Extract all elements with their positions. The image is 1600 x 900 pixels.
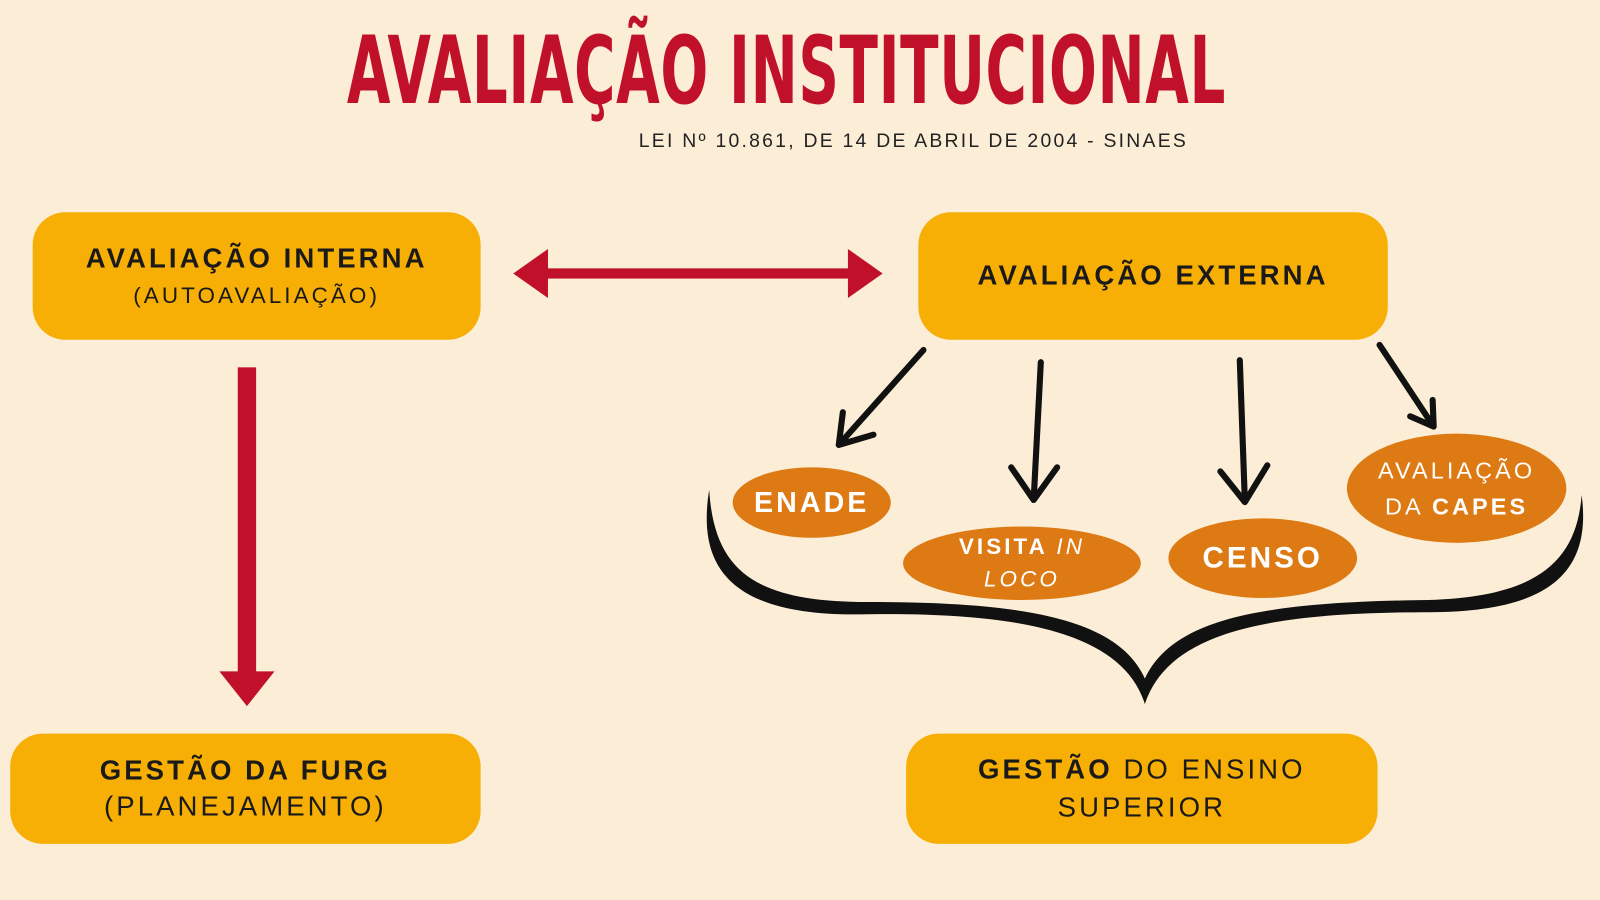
- ensino-line2: SUPERIOR: [1057, 791, 1227, 823]
- double-arrow: [513, 248, 883, 298]
- arrow-to-censo: [1217, 357, 1271, 506]
- black-arrows: [835, 341, 1437, 506]
- capes-ellipse: AVALIAÇÃO DA CAPES: [1346, 433, 1567, 543]
- external-evaluation-box: AVALIAÇÃO EXTERNA: [918, 212, 1388, 340]
- visita-bold: VISITA: [958, 533, 1057, 560]
- subtitle: LEI Nº 10.861, DE 14 DE ABRIL DE 2004 - …: [638, 130, 1189, 153]
- capes-pre: DA: [1385, 492, 1433, 519]
- visita-loco: LOCO: [983, 566, 1060, 592]
- page-title: AVALIAÇÃO INSTITUCIONAL: [347, 22, 1240, 122]
- higher-education-management-box: GESTÃO DO ENSINO SUPERIOR: [906, 733, 1378, 844]
- arrow-to-visita: [1008, 359, 1061, 504]
- arrow-to-capes: [1376, 341, 1437, 430]
- external-label: AVALIAÇÃO EXTERNA: [977, 260, 1329, 291]
- down-arrow-red: [219, 367, 275, 707]
- title-text: AVALIAÇÃO INSTITUCIONAL: [346, 16, 1227, 126]
- internal-evaluation-box: AVALIAÇÃO INTERNA (AUTOAVALIAÇÃO): [32, 212, 481, 340]
- visita-in: IN: [1056, 533, 1085, 560]
- ensino-bold: GESTÃO: [978, 754, 1113, 785]
- capes-line1: AVALIAÇÃO: [1378, 456, 1536, 484]
- enade-ellipse: ENADE: [732, 467, 891, 538]
- furg-management-box: GESTÃO DA FURG (PLANEJAMENTO): [10, 733, 481, 844]
- censo-label: CENSO: [1202, 541, 1324, 574]
- capes-bold: CAPES: [1432, 492, 1529, 519]
- furg-label: GESTÃO DA FURG: [99, 755, 392, 786]
- internal-label: AVALIAÇÃO INTERNA: [85, 242, 428, 274]
- visita-in-loco-ellipse: VISITA IN LOCO: [903, 526, 1141, 600]
- censo-ellipse: CENSO: [1168, 518, 1358, 598]
- internal-sub: (AUTOAVALIAÇÃO): [133, 282, 381, 309]
- enade-label: ENADE: [754, 486, 870, 518]
- furg-sub: (PLANEJAMENTO): [104, 790, 387, 822]
- ensino-rest: DO ENSINO: [1112, 754, 1306, 785]
- arrow-to-enade: [835, 346, 927, 448]
